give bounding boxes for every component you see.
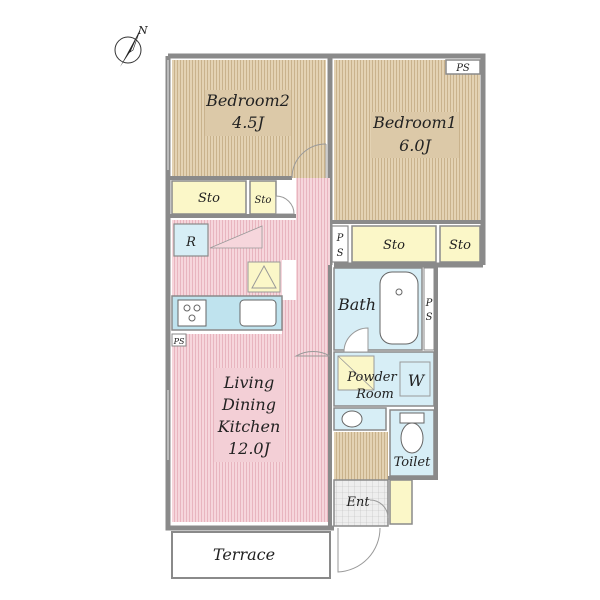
terrace: Terrace bbox=[171, 531, 331, 579]
svg-text:Bedroom2: Bedroom2 bbox=[205, 91, 290, 110]
storage-bedroom2: Sto bbox=[171, 180, 247, 215]
svg-text:Sto: Sto bbox=[255, 195, 272, 206]
sink-icon bbox=[239, 299, 277, 327]
svg-text:PS: PS bbox=[173, 337, 185, 346]
svg-text:Sto: Sto bbox=[449, 238, 471, 253]
toilet-room: Toilet bbox=[389, 409, 435, 477]
front-door bbox=[337, 527, 381, 573]
svg-text:R: R bbox=[185, 235, 196, 250]
hallway-floor bbox=[334, 432, 388, 480]
bathtub-icon bbox=[379, 271, 419, 345]
powder-room: Powder Room W bbox=[333, 351, 435, 407]
svg-text:Bedroom1: Bedroom1 bbox=[372, 113, 457, 132]
compass-arrow-icon bbox=[120, 30, 140, 67]
toilet-icon bbox=[400, 422, 424, 454]
compass-label: N bbox=[137, 24, 148, 37]
bedroom1-label: Bedroom1 6.0J bbox=[371, 112, 459, 158]
svg-text:Kitchen: Kitchen bbox=[217, 417, 281, 436]
storage-small: Sto bbox=[249, 180, 277, 215]
svg-text:Bath: Bath bbox=[337, 295, 376, 314]
walls bbox=[165, 53, 486, 531]
pipe-space-bath: P S bbox=[423, 267, 435, 351]
svg-text:Terrace: Terrace bbox=[213, 545, 275, 564]
storage-bedroom1-left: Sto bbox=[351, 225, 437, 263]
bedroom2-door bbox=[291, 143, 327, 179]
ldk-label: Living Dining Kitchen 12.0J bbox=[214, 368, 284, 462]
range-hood bbox=[247, 261, 281, 293]
ldk-floor-main bbox=[172, 178, 330, 522]
svg-text:S: S bbox=[337, 248, 344, 259]
svg-text:Room: Room bbox=[355, 387, 394, 402]
wash-basin bbox=[333, 407, 387, 431]
pipe-space-kitchen: PS bbox=[171, 333, 187, 347]
svg-text:W: W bbox=[408, 371, 426, 390]
svg-text:Ent: Ent bbox=[345, 495, 370, 510]
storage-bedroom1-right: Sto bbox=[439, 225, 481, 263]
basin-icon bbox=[341, 410, 363, 428]
pipe-space-mid: P S bbox=[331, 225, 349, 263]
stove-icon bbox=[177, 299, 207, 327]
pipe-space-top: PS bbox=[445, 59, 481, 75]
kitchen-counter bbox=[171, 295, 283, 331]
washer-space bbox=[399, 361, 431, 397]
bathroom: Bath bbox=[333, 267, 423, 351]
svg-text:S: S bbox=[426, 312, 433, 323]
svg-text:6.0J: 6.0J bbox=[399, 136, 432, 155]
shoe-storage bbox=[389, 479, 413, 525]
svg-text:Sto: Sto bbox=[198, 191, 220, 206]
svg-text:P: P bbox=[425, 298, 433, 309]
svg-text:PS: PS bbox=[455, 63, 470, 74]
svg-text:Toilet: Toilet bbox=[394, 455, 431, 470]
svg-text:Living: Living bbox=[223, 373, 274, 392]
svg-text:Dining: Dining bbox=[221, 395, 276, 414]
svg-text:4.5J: 4.5J bbox=[231, 113, 265, 132]
svg-text:Powder: Powder bbox=[346, 370, 397, 385]
refrigerator: R bbox=[173, 223, 209, 257]
svg-text:Sto: Sto bbox=[383, 238, 405, 253]
north-compass: N bbox=[114, 24, 148, 67]
entrance: Ent bbox=[333, 479, 389, 527]
svg-text:P: P bbox=[336, 233, 344, 244]
bedroom2-label: Bedroom2 4.5J bbox=[205, 90, 291, 136]
svg-text:12.0J: 12.0J bbox=[228, 439, 272, 458]
